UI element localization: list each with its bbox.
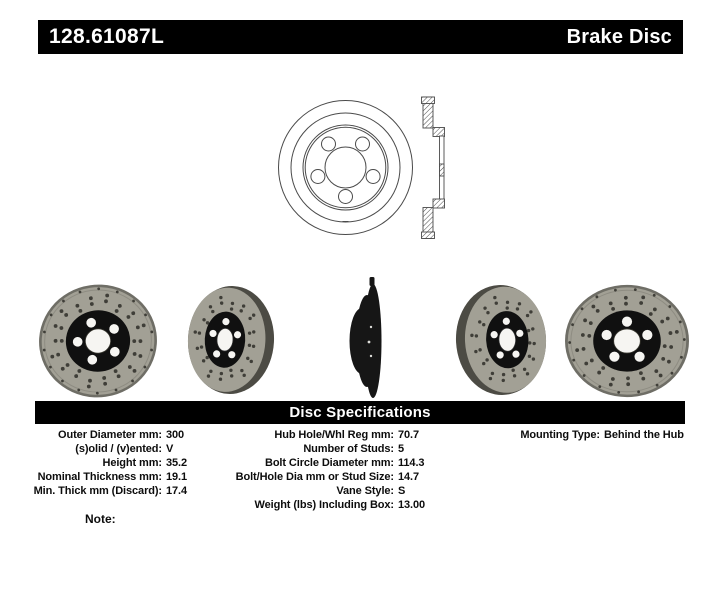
stud-hole (310, 169, 326, 184)
section-top-cap (421, 96, 435, 104)
product-photo-angled-right (455, 285, 547, 395)
spec-label: Height mm: (102, 457, 162, 469)
spec-label: Bolt Circle Diameter mm: (264, 457, 394, 469)
stud-hole (321, 136, 336, 152)
spec-label: Min. Thick mm (Discard): (33, 485, 163, 497)
spec-value: 13.00 (398, 499, 426, 511)
spec-row: Mounting Type: Behind the Hub (472, 428, 684, 442)
spec-row: Weight (lbs) Including Box:13.00 (232, 498, 426, 512)
spec-label: Bolt/Hole Dia mm or Stud Size: (235, 471, 394, 483)
spec-value: 70.7 (398, 429, 420, 441)
section-top-flange (432, 127, 445, 137)
rotor-front-view-drawing (278, 100, 413, 235)
spec-label: Weight (lbs) Including Box: (254, 499, 395, 511)
spec-label: Outer Diameter mm: (58, 429, 162, 441)
technical-drawing (278, 96, 445, 239)
spec-value: 114.3 (398, 457, 425, 469)
product-photo-front-tilted (39, 284, 157, 398)
hat-rim-outer-circle (302, 124, 389, 211)
spec-label: Nominal Thickness mm: (37, 471, 163, 483)
product-photo-side-profile (349, 277, 382, 398)
spec-value: 35.2 (166, 457, 188, 469)
hat-rim-inner-circle (304, 126, 387, 209)
spec-label: Hub Hole/Whl Reg mm: (274, 429, 394, 441)
spec-section-title-bar: Disc Specifications (35, 401, 685, 424)
stud-hole (338, 189, 353, 204)
spec-label: Vane Style: (336, 485, 394, 497)
spec-value: V (166, 443, 174, 455)
stud-hole (355, 136, 370, 152)
spec-row: Bolt Circle Diameter mm: 114.3 (232, 456, 425, 470)
spec-value: 5 (398, 443, 405, 455)
spec-label: Mounting Type: (520, 429, 600, 441)
spec-value: 14.7 (398, 471, 420, 483)
spec-row: Vane Style: S (232, 484, 425, 498)
spec-column-right: Mounting Type: Behind the Hub (472, 428, 684, 442)
section-bottom-flange (432, 198, 445, 209)
spec-column-left: Outer Diameter mm:300(s)olid / (v)ented:… (0, 428, 188, 498)
spec-value: S (398, 485, 406, 497)
spec-row: Outer Diameter mm: 300 (0, 428, 187, 442)
spec-value: 19.1 (166, 471, 188, 483)
spec-label: Number of Studs: (303, 443, 394, 455)
center-hub-hole (324, 146, 367, 189)
section-bottom-cap (421, 231, 435, 239)
spec-label: (s)olid / (v)ented: (75, 443, 162, 455)
product-photos-row (39, 277, 689, 398)
spec-value: Behind the Hub (604, 429, 684, 441)
note-label: Note: (85, 512, 116, 526)
product-photo-front (565, 284, 689, 398)
spec-value: 17.4 (166, 485, 188, 497)
header-bar: 128.61087L Brake Disc (38, 20, 683, 54)
part-number: 128.61087L (49, 25, 165, 48)
spec-section-title: Disc Specifications (289, 404, 431, 421)
spec-row: Hub Hole/Whl Reg mm: 70.7 (232, 428, 425, 442)
spec-row: Bolt/Hole Dia mm or Stud Size: 14.7 (232, 470, 425, 484)
friction-band-circle (290, 112, 401, 223)
spec-value: 300 (166, 429, 185, 441)
outer-edge-circle (278, 100, 413, 235)
rotor-cross-section-drawing (421, 96, 445, 239)
spec-row: Number of Studs: 5 (232, 442, 425, 456)
spec-row: Nominal Thickness mm:19.1 (0, 470, 188, 484)
spec-row: Min. Thick mm (Discard):17.4 (0, 484, 188, 498)
spec-row: Height mm: 35.2 (0, 456, 187, 470)
section-stud-hole (439, 163, 445, 177)
product-name: Brake Disc (566, 25, 672, 48)
stud-hole (365, 169, 381, 184)
product-photo-angled-left (187, 286, 275, 394)
spec-row: (s)olid / (v)ented: V (0, 442, 187, 456)
